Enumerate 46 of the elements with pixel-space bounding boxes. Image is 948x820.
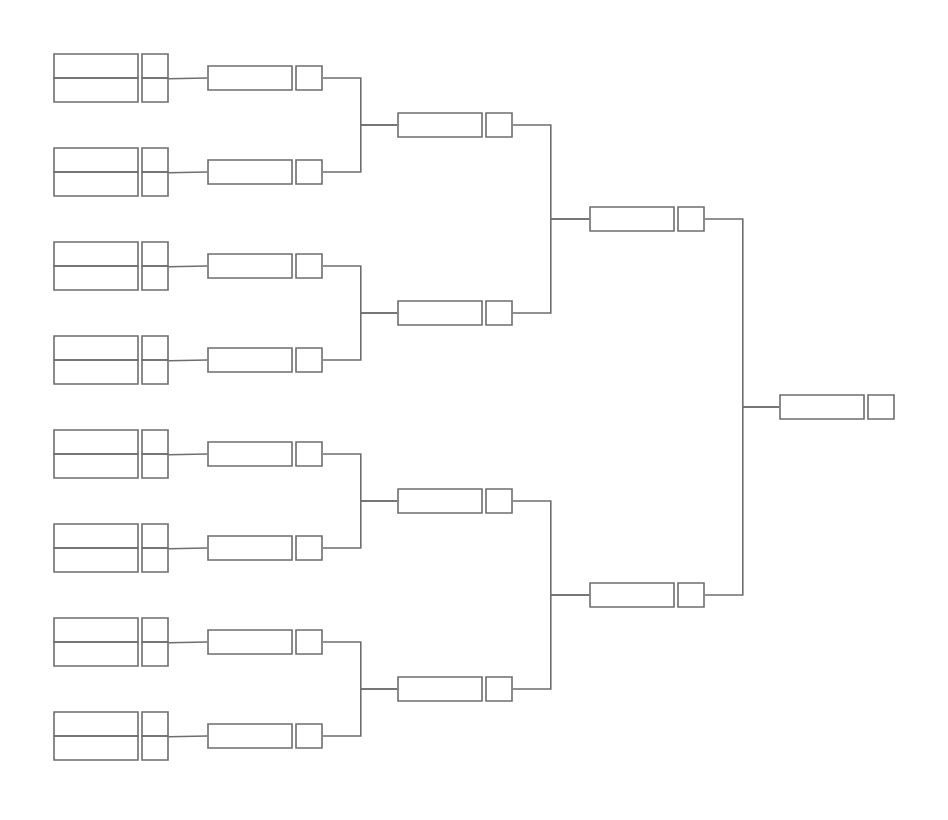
bracket-line: [512, 218, 590, 314]
entry-box: [397, 488, 513, 514]
entry-box: [589, 206, 705, 232]
entry-box: [53, 429, 169, 455]
entry-box: [207, 347, 323, 373]
bracket-line: [168, 77, 208, 80]
entry-box: [207, 65, 323, 91]
entry-box: [53, 711, 169, 737]
bracket-line: [168, 641, 208, 644]
entry-box: [53, 359, 169, 385]
bracket-line: [168, 453, 208, 456]
bracket-line: [322, 688, 398, 737]
bracket-line: [322, 124, 398, 173]
bracket-line: [322, 500, 398, 549]
entry-box: [207, 535, 323, 561]
entry-box: [779, 394, 895, 420]
entry-box: [589, 582, 705, 608]
entry-box: [207, 629, 323, 655]
entry-box: [207, 723, 323, 749]
bracket-line: [704, 406, 780, 596]
entry-box: [397, 112, 513, 138]
entry-box: [53, 241, 169, 267]
bracket-line: [322, 312, 398, 361]
entry-box: [53, 523, 169, 549]
entry-box: [53, 453, 169, 479]
entry-box: [397, 676, 513, 702]
entry-box: [53, 641, 169, 667]
bracket-line: [168, 265, 208, 268]
entry-box: [207, 441, 323, 467]
entry-box: [53, 617, 169, 643]
bracket-line: [168, 359, 208, 362]
entry-box: [53, 265, 169, 291]
entry-box: [397, 300, 513, 326]
bracket-line: [168, 547, 208, 550]
entry-box: [53, 735, 169, 761]
entry-box: [53, 335, 169, 361]
entry-box: [53, 171, 169, 197]
entry-box: [53, 53, 169, 79]
bracket-line: [168, 735, 208, 738]
entry-box: [53, 77, 169, 103]
entry-box: [207, 159, 323, 185]
entry-box: [53, 147, 169, 173]
entry-box: [207, 253, 323, 279]
bracket-line: [512, 594, 590, 690]
bracket-line: [168, 171, 208, 174]
entry-box: [53, 547, 169, 573]
